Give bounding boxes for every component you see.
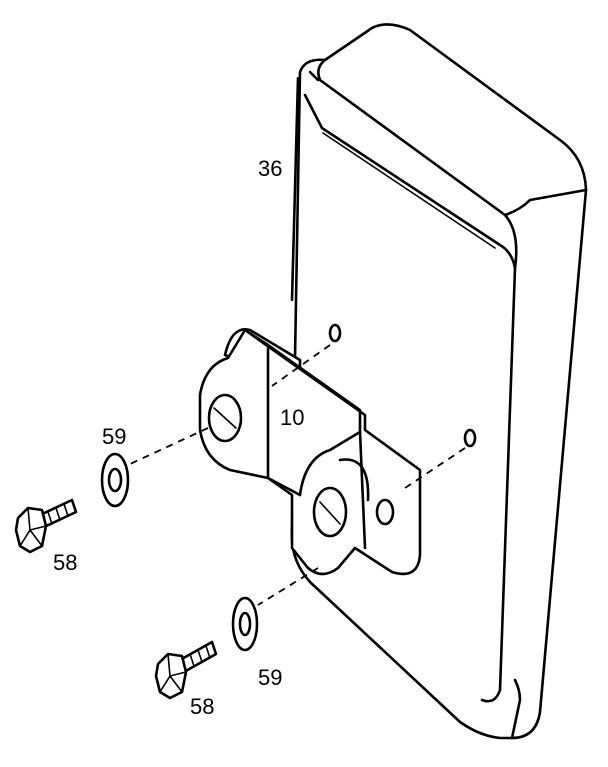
- label-washer-upper: 59: [102, 424, 126, 449]
- alignment-lines: [127, 344, 466, 606]
- bolt-upper: [14, 498, 78, 554]
- label-washer-lower: 59: [258, 665, 282, 690]
- washer-lower: [231, 596, 259, 652]
- bolt-lower: [154, 640, 218, 700]
- label-housing: 36: [258, 156, 282, 181]
- bracket-part: [198, 328, 422, 576]
- housing-part: [290, 23, 588, 740]
- washer-upper: [100, 452, 130, 508]
- label-bolt-lower: 58: [190, 694, 214, 719]
- label-bracket: 10: [280, 405, 304, 430]
- label-bolt-upper: 58: [53, 550, 77, 575]
